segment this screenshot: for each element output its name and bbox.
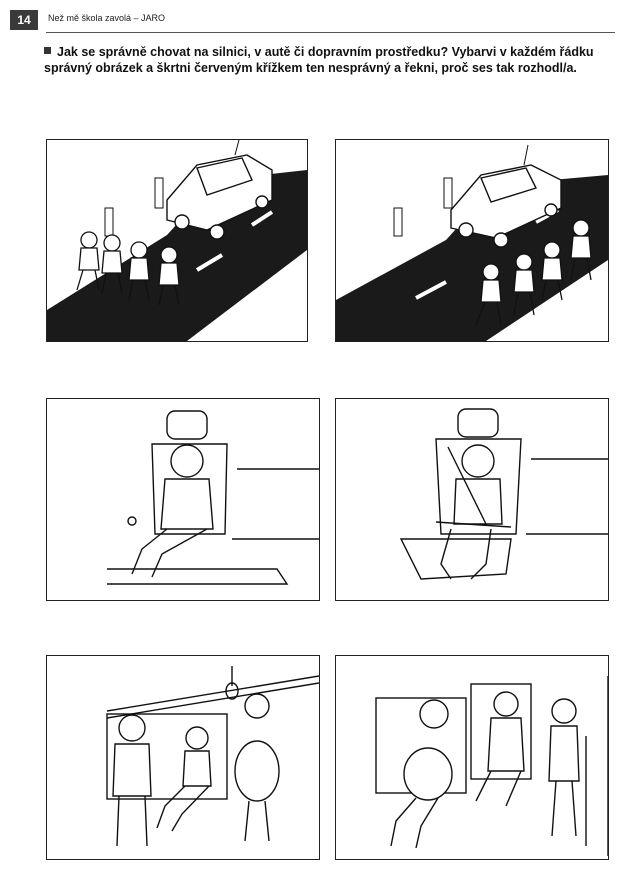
page-number: 14: [10, 10, 38, 30]
panel-road-left[interactable]: [46, 139, 308, 342]
car-seat-illustration: [107, 410, 319, 585]
car-seat-illustration: [399, 408, 608, 580]
panel-road-right[interactable]: [335, 139, 609, 342]
page-header: 14 Než mě škola zavolá – JARO: [10, 8, 615, 33]
bus-interior-illustration: [106, 666, 319, 847]
bus-interior-illustration: [375, 676, 608, 856]
task-instruction: Jak se správně chovat na silnici, v autě…: [44, 44, 612, 76]
road-scene-illustration: [336, 144, 608, 341]
panel-seat-left[interactable]: [46, 398, 320, 601]
header-rule: [46, 32, 615, 33]
task-text: Jak se správně chovat na silnici, v autě…: [44, 45, 594, 75]
road-scene-illustration: [47, 140, 307, 341]
panel-seat-right[interactable]: [335, 398, 609, 601]
panel-bus-left[interactable]: [46, 655, 320, 860]
running-title: Než mě škola zavolá – JARO: [48, 13, 166, 23]
bullet-icon: [44, 47, 51, 54]
panel-bus-right[interactable]: [335, 655, 609, 860]
